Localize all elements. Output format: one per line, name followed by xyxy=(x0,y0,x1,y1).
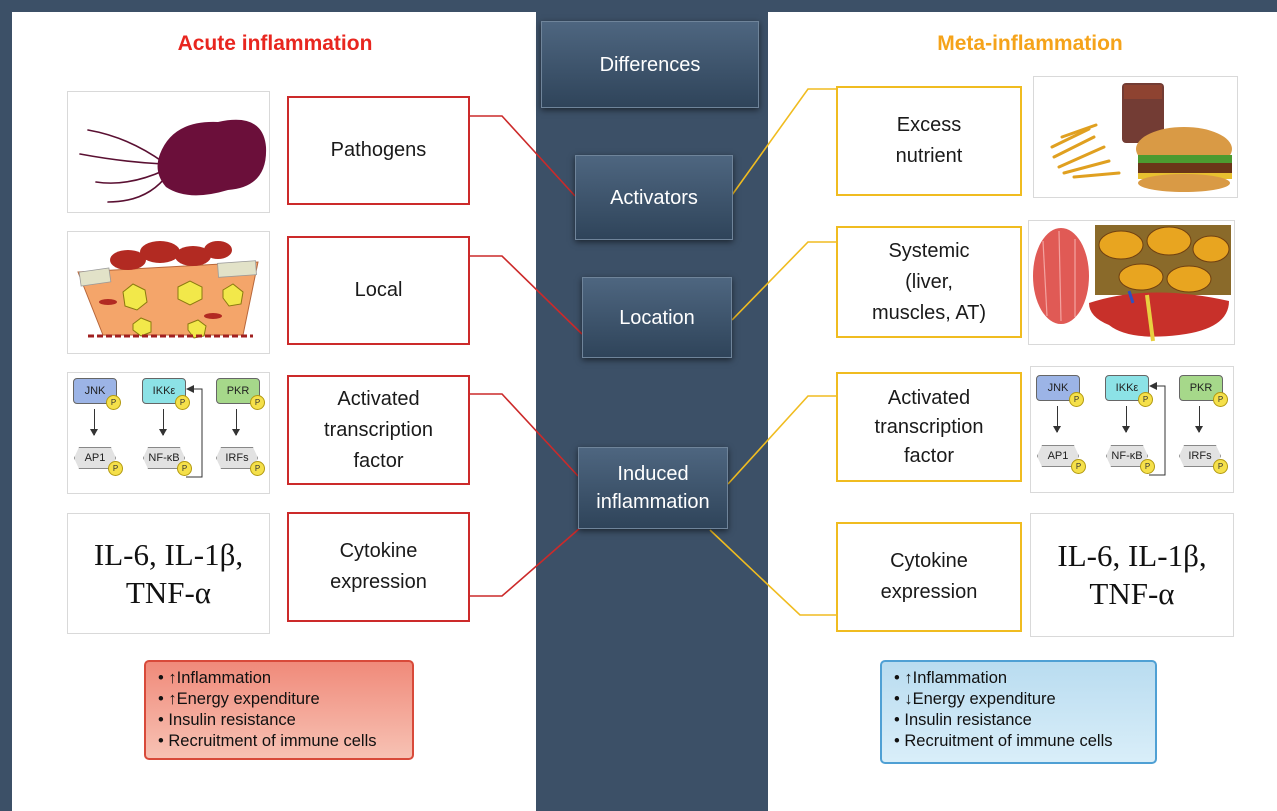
pathway-diagram-right: JNK IKKε PKR P P P AP1 NF-κB IRFs P P P xyxy=(1030,366,1234,493)
differences-box: Differences xyxy=(541,21,759,108)
phospho-badge: P xyxy=(250,395,265,410)
activators-box: Activators xyxy=(575,155,733,240)
connector-tf-left xyxy=(470,393,579,477)
cytokines-line2: TNF-α xyxy=(125,574,212,610)
pathogens-box: Pathogens xyxy=(287,96,470,205)
cyto-line2: expression xyxy=(330,571,427,593)
cyto-line1: Cytokine xyxy=(339,540,418,562)
systemic-line2: (liver, xyxy=(905,270,953,293)
tf-line1: Activated xyxy=(887,386,971,409)
arrow xyxy=(232,409,240,436)
summary-item: • ↑Energy expenditure xyxy=(158,690,320,708)
feedback-arrow xyxy=(186,385,203,478)
nfkb-factor: NF-κB xyxy=(143,447,185,469)
cytokines-left: IL-6, IL-1β, TNF-α xyxy=(67,513,270,634)
phospho-badge: P xyxy=(1069,392,1084,407)
location-box: Location xyxy=(582,277,732,358)
cytokines-line1: IL-6, IL-1β, xyxy=(1057,538,1207,573)
jnk-kinase: JNK xyxy=(1036,375,1080,401)
transcription-factor-box-left: Activated transcription factor xyxy=(287,375,470,485)
differences-column xyxy=(536,12,768,811)
differences-label: Differences xyxy=(599,53,701,76)
phospho-badge: P xyxy=(175,395,190,410)
irfs-factor: IRFs xyxy=(1179,445,1221,467)
ap1-factor: AP1 xyxy=(74,447,116,469)
summary-item: • Recruitment of immune cells xyxy=(158,732,377,750)
connector-systemic xyxy=(731,241,836,321)
tf-line2: transcription xyxy=(324,418,433,441)
organs-image xyxy=(1028,220,1235,345)
connector-cyto-left xyxy=(470,527,581,597)
ikk-kinase: IKKε xyxy=(1105,375,1149,401)
summary-item: • ↓Energy expenditure xyxy=(894,690,1056,708)
summary-item: • Insulin resistance xyxy=(158,711,296,729)
phospho-badge: P xyxy=(106,395,121,410)
summary-item: • ↑Inflammation xyxy=(894,669,1008,687)
phospho-badge: P xyxy=(177,461,192,476)
cytokine-expression-box-left: Cytokine expression xyxy=(287,512,470,622)
cytokines-right: IL-6, IL-1β, TNF-α xyxy=(1030,513,1234,637)
local-box: Local xyxy=(287,236,470,345)
nfkb-factor: NF-κB xyxy=(1106,445,1148,467)
transcription-factor-box-right: Activated transcription factor xyxy=(836,372,1022,482)
connector-pathogens xyxy=(470,115,576,197)
cytokine-expression-box-right: Cytokine expression xyxy=(836,522,1022,632)
induced-inflammation-box: Induced inflammation xyxy=(578,447,728,529)
induced-label-line2: inflammation xyxy=(596,491,710,513)
tf-line3: factor xyxy=(353,449,404,472)
ap1-factor: AP1 xyxy=(1037,445,1079,467)
phospho-badge: P xyxy=(1140,459,1155,474)
phospho-badge: P xyxy=(1138,392,1153,407)
location-label: Location xyxy=(619,306,695,329)
arrow xyxy=(1053,406,1061,433)
pathogens-label: Pathogens xyxy=(330,139,427,161)
summary-item: • ↑Inflammation xyxy=(158,669,272,687)
cytokines-line1: IL-6, IL-1β, xyxy=(93,536,244,572)
cyto-line1: Cytokine xyxy=(890,550,968,572)
phospho-badge: P xyxy=(1213,459,1228,474)
summary-item: • Recruitment of immune cells xyxy=(894,732,1113,750)
phospho-badge: P xyxy=(108,461,123,476)
systemic-line1: Systemic xyxy=(888,239,970,262)
cyto-line2: expression xyxy=(880,581,978,603)
irfs-factor: IRFs xyxy=(216,447,258,469)
tf-line3: factor xyxy=(903,444,955,467)
phospho-badge: P xyxy=(250,461,265,476)
arrow xyxy=(159,409,167,436)
local-label: Local xyxy=(354,279,403,301)
systemic-line3: muscles, AT) xyxy=(871,301,987,324)
nutrient-line2: nutrient xyxy=(895,145,963,167)
meta-summary-box: • ↑Inflammation • ↓Energy expenditure • … xyxy=(880,660,1157,764)
phospho-badge: P xyxy=(1071,459,1086,474)
acute-heading: Acute inflammation xyxy=(177,32,373,55)
tf-line1: Activated xyxy=(337,387,420,410)
bacterium-image xyxy=(67,91,270,213)
induced-label-line1: Induced xyxy=(617,463,689,485)
summary-item: • Insulin resistance xyxy=(894,711,1032,729)
arrow xyxy=(90,409,98,436)
phospho-badge: P xyxy=(1213,392,1228,407)
feedback-arrow xyxy=(1149,382,1166,476)
connector-tf-right xyxy=(727,395,836,485)
connector-cyto-right xyxy=(709,529,836,616)
nutrient-line1: Excess xyxy=(896,114,962,136)
pathway-diagram-left: JNK IKKε PKR P P P AP1 NF-κB IRFs P P P xyxy=(67,372,270,494)
activators-label: Activators xyxy=(610,186,698,209)
tf-line2: transcription xyxy=(874,415,984,438)
local-tissue-image xyxy=(67,231,270,354)
fast-food-image xyxy=(1033,76,1238,198)
acute-summary-box: • ↑Inflammation • ↑Energy expenditure • … xyxy=(144,660,414,760)
cytokines-line2: TNF-α xyxy=(1089,576,1175,611)
meta-heading: Meta-inflammation xyxy=(937,32,1123,55)
arrow xyxy=(1195,406,1203,433)
connector-nutrient xyxy=(731,88,836,196)
systemic-box: Systemic (liver, muscles, AT) xyxy=(836,226,1022,338)
excess-nutrient-box: Excess nutrient xyxy=(836,86,1022,196)
arrow xyxy=(1122,406,1130,433)
connector-local xyxy=(470,255,583,335)
